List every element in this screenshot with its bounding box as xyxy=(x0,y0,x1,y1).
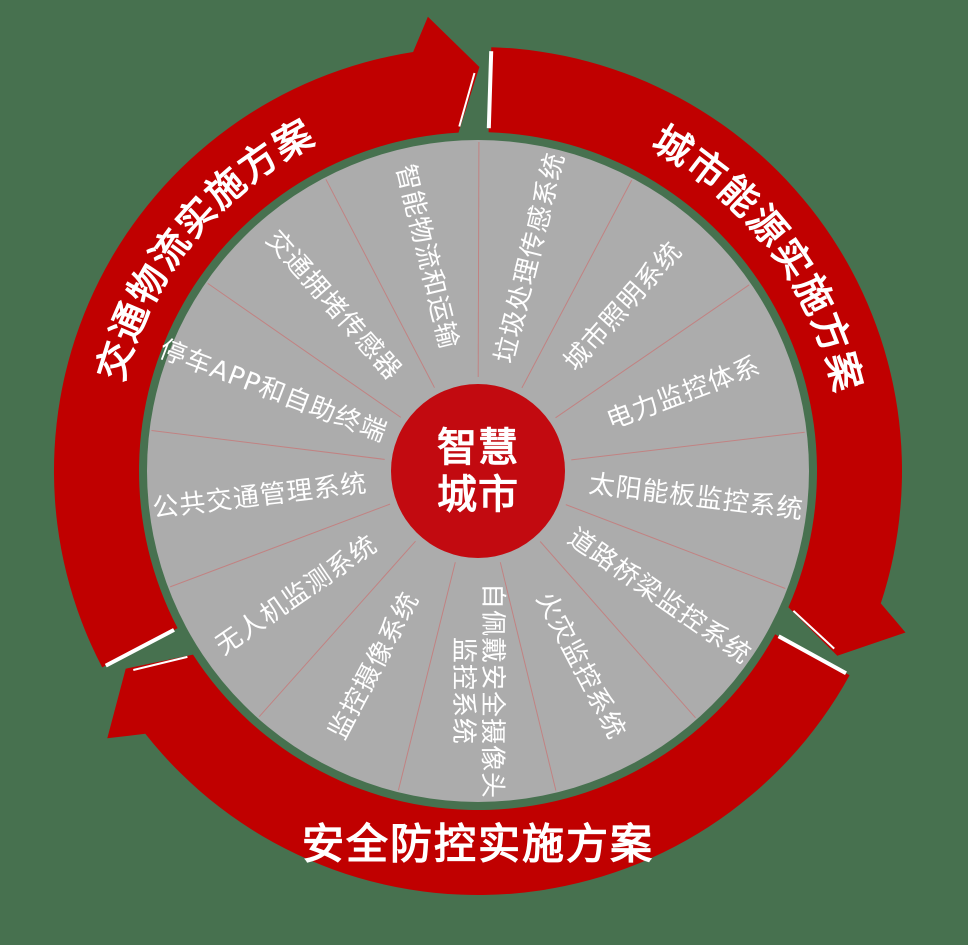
sector-divider-lines xyxy=(151,141,805,791)
sector-divider-line xyxy=(555,284,750,419)
sector-divider-line xyxy=(207,282,402,418)
ring-segment-0 xyxy=(53,16,480,668)
sector-divider-line xyxy=(565,504,786,589)
ring-gap-line xyxy=(104,628,175,668)
sector-divider-line xyxy=(397,562,456,791)
sector-divider-line xyxy=(169,503,391,588)
ring-gap-line xyxy=(792,610,835,650)
ring-gap-line xyxy=(777,634,847,676)
ring-gap-line xyxy=(486,51,494,129)
sector-divider-line xyxy=(258,540,416,718)
center-title: 智慧 城市 xyxy=(437,424,519,518)
ring-gap-line xyxy=(458,72,476,127)
ring-title-security: 安全防控实施方案 xyxy=(301,819,655,869)
sector-divider-line xyxy=(151,430,385,460)
sector-divider-line xyxy=(539,541,696,719)
sector-divider-line xyxy=(521,179,633,389)
sector-divider-line xyxy=(325,179,435,388)
ring-arrow-segments xyxy=(53,16,906,896)
sector-divider-line xyxy=(571,431,805,461)
ring-gap-line xyxy=(133,655,188,671)
sector-divider-line xyxy=(477,141,480,378)
ring-segment-1 xyxy=(488,47,906,656)
sector-divider-line xyxy=(499,562,557,791)
ring-gap-lines xyxy=(104,51,847,676)
center-circle xyxy=(391,384,565,558)
ring-segment-2 xyxy=(107,634,850,896)
